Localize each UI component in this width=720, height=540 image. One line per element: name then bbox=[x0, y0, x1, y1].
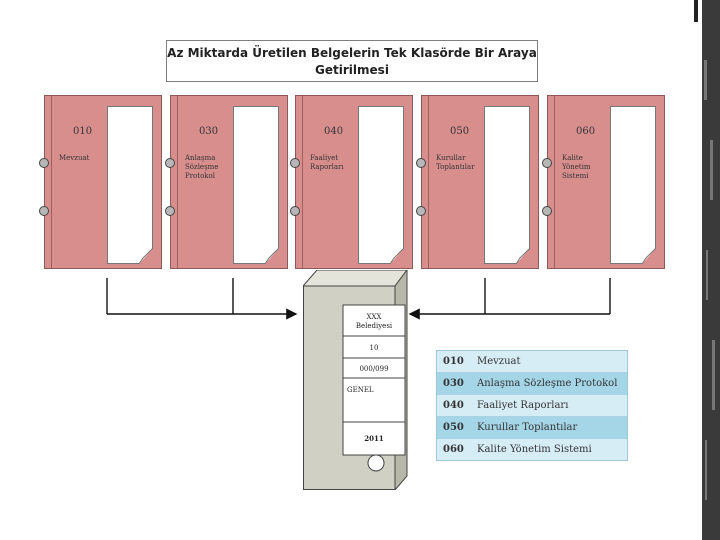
legend-row: 060 Kalite Yönetim Sistemi bbox=[437, 439, 627, 460]
legend-table: 010 Mevzuat 030 Anlaşma Sözleşme Protoko… bbox=[436, 350, 628, 461]
document-page bbox=[233, 106, 279, 264]
binder-ring-icon bbox=[416, 206, 426, 216]
legend-code: 060 bbox=[443, 444, 464, 455]
binder-ring-icon bbox=[542, 206, 552, 216]
folder-label: Kalite Yönetim Sistemi bbox=[562, 154, 591, 180]
decorative-frame-edge bbox=[694, 0, 720, 540]
folder-code: 040 bbox=[324, 126, 344, 137]
legend-code: 040 bbox=[443, 400, 464, 411]
document-page bbox=[107, 106, 153, 264]
folder-code: 030 bbox=[199, 126, 219, 137]
legend-text: Anlaşma Sözleşme Protokol bbox=[477, 378, 618, 389]
binder-ring-icon bbox=[542, 158, 552, 168]
binder-folder: 040 Faaliyet Raporları bbox=[290, 95, 413, 269]
cabinet-range: 000/099 bbox=[359, 365, 389, 373]
legend-row: 030 Anlaşma Sözleşme Protokol bbox=[437, 373, 627, 395]
legend-row: 050 Kurullar Toplantılar bbox=[437, 417, 627, 439]
legend-row: 010 Mevzuat bbox=[437, 351, 627, 373]
title-line-1: Az Miktarda Üretilen Belgelerin Tek Klas… bbox=[167, 46, 537, 60]
document-page bbox=[484, 106, 530, 264]
document-page bbox=[610, 106, 656, 264]
cabinet-category: GENEL bbox=[347, 386, 374, 394]
document-page bbox=[358, 106, 404, 264]
binder-folder: 010 Mevzuat bbox=[39, 95, 162, 269]
diagram-title: Az Miktarda Üretilen Belgelerin Tek Klas… bbox=[166, 40, 538, 82]
legend-text: Mevzuat bbox=[477, 356, 521, 367]
page-curl-icon bbox=[516, 248, 530, 264]
legend-text: Kurullar Toplantılar bbox=[477, 422, 578, 433]
binder-ring-icon bbox=[39, 206, 49, 216]
folder-label: Kurullar Toplantılar bbox=[436, 154, 475, 171]
binder-folder: 060 Kalite Yönetim Sistemi bbox=[542, 95, 665, 269]
page-curl-icon bbox=[642, 248, 656, 264]
title-line-2: Getirilmesi bbox=[315, 63, 389, 77]
folder-code: 010 bbox=[73, 126, 93, 137]
archive-box-shape bbox=[303, 270, 408, 490]
folder-code: 050 bbox=[450, 126, 470, 137]
page-curl-icon bbox=[390, 248, 404, 264]
cabinet-year: 2011 bbox=[364, 434, 384, 443]
legend-row: 040 Faaliyet Raporları bbox=[437, 395, 627, 417]
cabinet-number: 10 bbox=[369, 344, 379, 352]
binder-folder: 030 Anlaşma Sözleşme Protokol bbox=[165, 95, 288, 269]
legend-text: Faaliyet Raporları bbox=[477, 400, 569, 411]
binder-ring-icon bbox=[165, 158, 175, 168]
binder-ring-icon bbox=[290, 158, 300, 168]
legend-text: Kalite Yönetim Sistemi bbox=[477, 444, 592, 455]
legend-code: 010 bbox=[443, 356, 464, 367]
legend-code: 030 bbox=[443, 378, 464, 389]
binder-ring-icon bbox=[290, 206, 300, 216]
folder-label: Mevzuat bbox=[59, 154, 90, 162]
folder-label: Anlaşma Sözleşme Protokol bbox=[185, 154, 219, 180]
binder-ring-icon bbox=[416, 158, 426, 168]
binder-ring-icon bbox=[39, 158, 49, 168]
folder-label: Faaliyet Raporları bbox=[310, 154, 344, 171]
binder-folder: 050 Kurullar Toplantılar bbox=[416, 95, 539, 269]
page-curl-icon bbox=[265, 248, 279, 264]
page-curl-icon bbox=[139, 248, 153, 264]
binder-ring-icon bbox=[165, 206, 175, 216]
cabinet-org: XXX Belediyesi bbox=[355, 313, 393, 330]
legend-code: 050 bbox=[443, 422, 464, 433]
archive-box: XXX Belediyesi 10 000/099 GENEL 2011 bbox=[303, 270, 408, 490]
folder-code: 060 bbox=[576, 126, 596, 137]
